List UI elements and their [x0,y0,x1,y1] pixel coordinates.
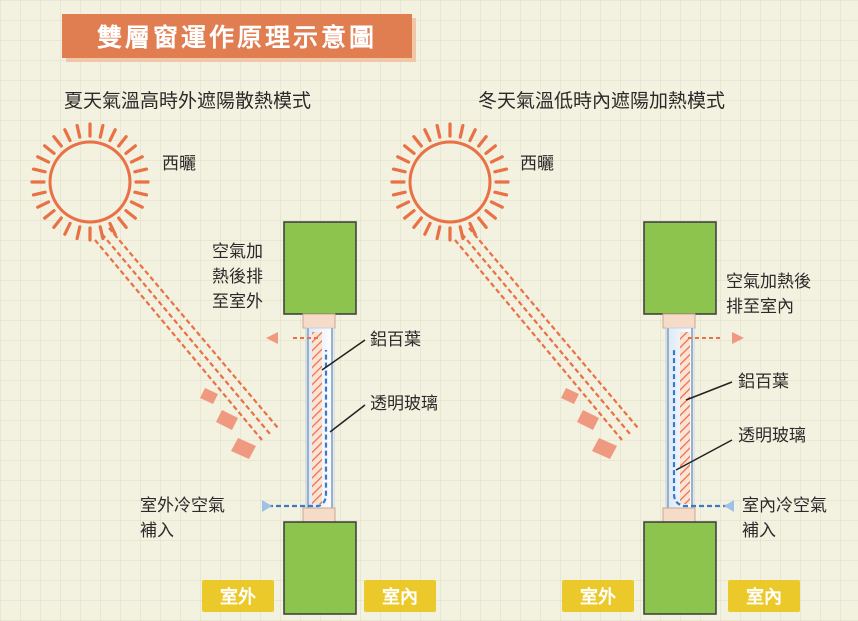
upper-wall-winter [643,221,717,315]
sun-ray [63,128,72,143]
sun-ray [412,216,423,229]
mode-title-summer: 夏天氣溫高時外遮陽散熱模式 [64,90,312,112]
lower-vent-summer [302,507,336,523]
reflected-heat-arrows-summer [200,388,256,459]
sun-ray [468,128,477,143]
sun-disc [48,140,132,224]
sun-ray [31,190,47,197]
sun-ray [36,200,51,209]
blind-leader-summer [321,339,366,371]
lower-wall-winter [643,521,717,615]
sun-ray [129,155,144,164]
summer-panel [30,122,366,615]
sun-ray [75,123,82,139]
glass-leader-summer [329,404,366,433]
sun-ray [477,216,488,229]
sun-ray [489,155,504,164]
upper-vent-summer [302,313,336,329]
intake-label-winter: 室內冷空氣 補入 [742,496,827,541]
sun-ray [124,209,137,220]
sun-ray [477,135,488,148]
sun-ray [468,221,477,236]
sun-ray [435,123,442,139]
sun-ray [43,209,56,220]
sun-ray [108,221,117,236]
sun-ray [43,144,56,155]
sun-ray [31,167,47,174]
cold-air-path-winter [672,350,728,508]
sun-ray [75,225,82,241]
sun-icon-summer [30,122,150,242]
upper-vent-winter [662,313,696,329]
sun-ray [129,200,144,209]
exhaust-label-winter: 空氣加熱後 排至室內 [726,272,811,317]
cold-air-arrow-winter [724,500,734,512]
outdoor-tag-winter: 室外 [562,580,634,612]
lower-vent-winter [662,507,696,523]
indoor-tag-summer: 室內 [364,580,436,612]
sun-label-winter: 西曬 [520,154,554,174]
sun-ray-beams-winter [454,227,639,441]
sun-ray [133,167,149,174]
sun-label-summer: 西曬 [162,154,196,174]
sun-ray [117,135,128,148]
exhaust-arrow-winter [732,332,744,344]
aluminum-blind-winter [680,332,690,504]
sun-ray [63,221,72,236]
sun-ray [484,144,497,155]
upper-wall-summer [283,221,357,315]
intake-label-summer: 室外冷空氣 補入 [140,496,225,541]
diagram-title: 雙層窗運作原理示意圖 [62,14,412,58]
blind-leader-winter [685,381,733,401]
sun-ray [403,144,416,155]
aluminum-blind-summer [312,332,322,504]
reflected-heat-arrows-winter [561,388,617,459]
sun-ray [391,190,407,197]
sun-ray [124,144,137,155]
cold-air-path-summer [268,350,328,508]
sun-ray [493,167,509,174]
exhaust-arrow-summer [266,332,278,344]
sun-icon-winter [390,122,510,242]
indoor-tag-winter: 室內 [728,580,800,612]
outdoor-tag-summer: 室外 [202,580,274,612]
sun-ray [396,200,411,209]
sun-ray [391,167,407,174]
sun-ray [458,225,465,241]
sun-ray [133,190,149,197]
sun-ray [52,135,63,148]
sun-ray [412,135,423,148]
sun-ray [36,155,51,164]
lower-wall-summer [283,521,357,615]
blind-label-winter: 鋁百葉 [738,372,789,392]
sun-ray [423,221,432,236]
sun-ray-beams-summer [94,227,279,441]
blind-label-summer: 鋁百葉 [370,330,421,350]
sun-ray [489,200,504,209]
winter-panel [390,122,744,615]
sun-ray [403,209,416,220]
sun-ray [484,209,497,220]
glass-label-winter: 透明玻璃 [738,426,806,446]
sun-disc [408,140,492,224]
sun-ray [52,216,63,229]
sun-ray [493,190,509,197]
glass-label-summer: 透明玻璃 [370,394,438,414]
sun-ray [117,216,128,229]
sun-ray [423,128,432,143]
sun-ray [396,155,411,164]
sun-ray [108,128,117,143]
mode-title-winter: 冬天氣溫低時內遮陽加熱模式 [478,90,726,112]
glass-leader-winter [675,439,733,471]
sun-ray [98,225,105,241]
sun-ray [98,123,105,139]
sun-ray [435,225,442,241]
exhaust-label-summer: 空氣加 熱後排 至室外 [212,242,263,312]
cold-air-arrow-summer [262,500,272,512]
sun-ray [458,123,465,139]
